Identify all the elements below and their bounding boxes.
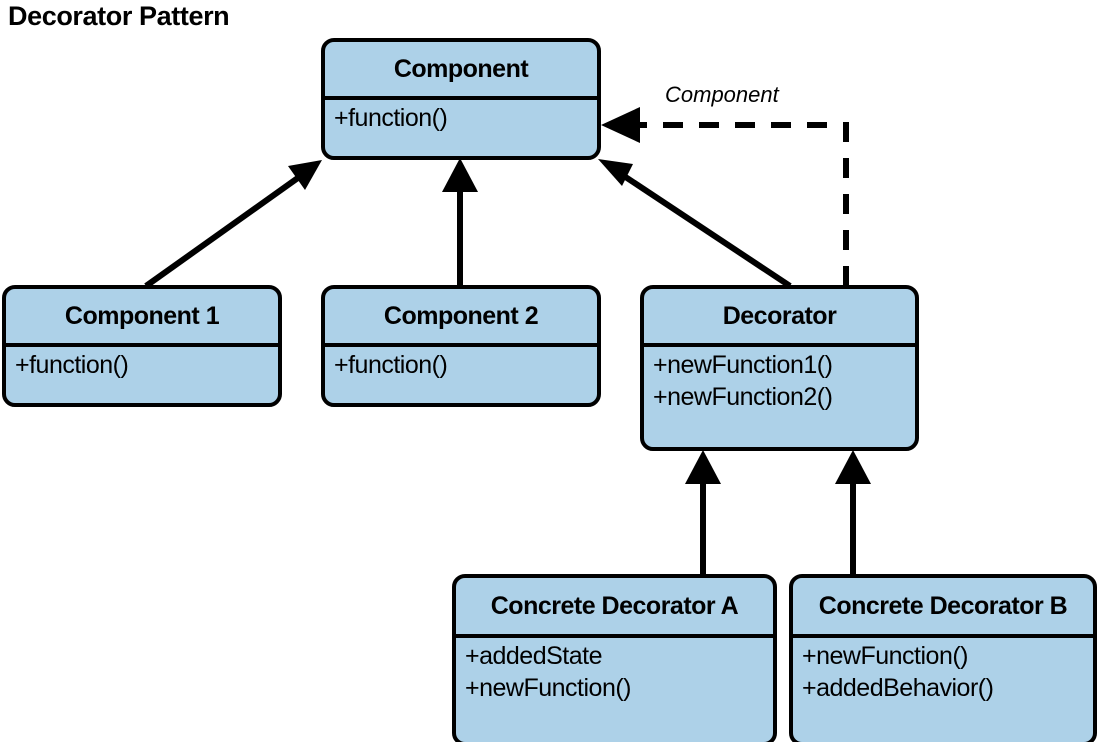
class-name-component2: Component 2 — [325, 289, 597, 347]
member-item: +function() — [15, 351, 129, 379]
class-name-concrete-decorator-a: Concrete Decorator A — [456, 578, 773, 638]
class-name-decorator: Decorator — [644, 289, 915, 347]
member-item: +addedState — [465, 642, 603, 670]
class-members-concrete-decorator-a: +addedState +newFunction() — [456, 638, 773, 704]
edge-label-component: Component — [665, 82, 779, 107]
class-box-component1[interactable]: Component 1 +function() — [2, 285, 282, 407]
member-item: +newFunction() — [465, 673, 632, 702]
class-box-decorator[interactable]: Decorator +newFunction1() +newFunction2(… — [640, 285, 919, 451]
class-box-component2[interactable]: Component 2 +function() — [321, 285, 601, 407]
member-item: +function() — [334, 104, 448, 132]
member-item: +addedBehavior() — [802, 673, 994, 702]
edge-decorator-to-component — [598, 159, 792, 289]
class-name-component: Component — [325, 42, 597, 100]
class-box-component[interactable]: Component +function() — [321, 38, 601, 160]
class-members-component1: +function() — [6, 347, 278, 382]
class-members-component2: +function() — [325, 347, 597, 382]
member-item: +newFunction1() — [653, 351, 833, 379]
edge-concrete-b-to-decorator — [835, 450, 871, 576]
member-item: +function() — [334, 351, 448, 379]
class-name-concrete-decorator-b: Concrete Decorator B — [793, 578, 1093, 638]
class-members-decorator: +newFunction1() +newFunction2() — [644, 347, 915, 413]
member-item: +newFunction() — [802, 642, 969, 670]
class-members-component: +function() — [325, 100, 597, 135]
member-item: +newFunction2() — [653, 382, 833, 411]
edge-concrete-a-to-decorator — [685, 450, 721, 576]
page-title: Decorator Pattern — [8, 1, 230, 31]
edge-decorator-has-component — [601, 107, 849, 286]
edge-component1-to-component — [144, 160, 322, 289]
class-name-component1: Component 1 — [6, 289, 278, 347]
edge-component2-to-component — [442, 158, 478, 286]
class-box-concrete-decorator-a[interactable]: Concrete Decorator A +addedState +newFun… — [452, 574, 777, 742]
class-box-concrete-decorator-b[interactable]: Concrete Decorator B +newFunction() +add… — [789, 574, 1097, 742]
class-members-concrete-decorator-b: +newFunction() +addedBehavior() — [793, 638, 1093, 704]
